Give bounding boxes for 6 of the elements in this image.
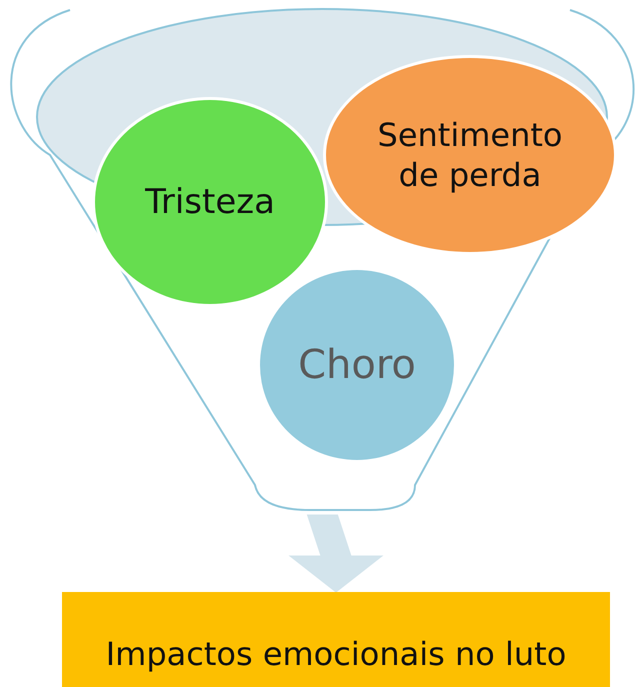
result-box — [62, 592, 610, 687]
node-label: Tristeza — [144, 180, 276, 224]
node-label: Choro — [297, 341, 417, 390]
node-label: Sentimento de perda — [376, 115, 564, 195]
node-label: Impactos emocionais no luto — [104, 634, 568, 674]
block-arrow — [288, 514, 384, 593]
